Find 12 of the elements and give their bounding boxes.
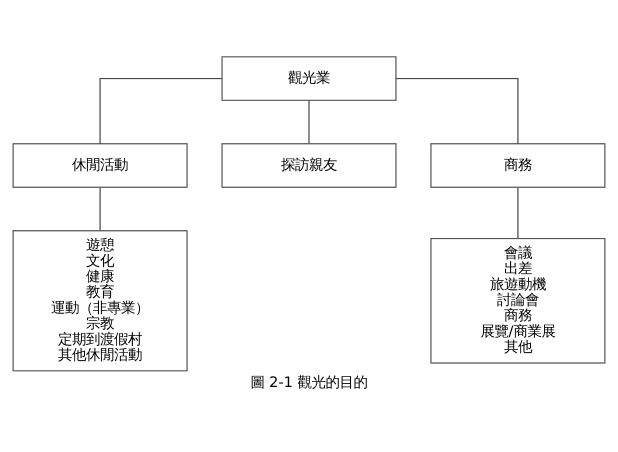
connector — [396, 77, 519, 144]
node-box: 遊憩 文化 健康 教育 運動（非專業） 宗教 定期到渡假村 其他休閒活動 — [12, 230, 188, 371]
connector — [99, 77, 222, 144]
caption: 圖 2-1 觀光的目的 — [250, 374, 368, 391]
connector — [308, 100, 310, 143]
node-box: 觀光業 — [221, 56, 397, 100]
node-box: 會議 出差 旅遊動機 討論會 商務 展覽/商業展 其他 — [430, 237, 606, 364]
node-box: 商務 — [430, 142, 606, 188]
node-box: 探訪親友 — [221, 142, 397, 188]
connector — [99, 187, 101, 230]
connector — [517, 187, 519, 238]
node-box: 休閒活動 — [12, 142, 188, 188]
